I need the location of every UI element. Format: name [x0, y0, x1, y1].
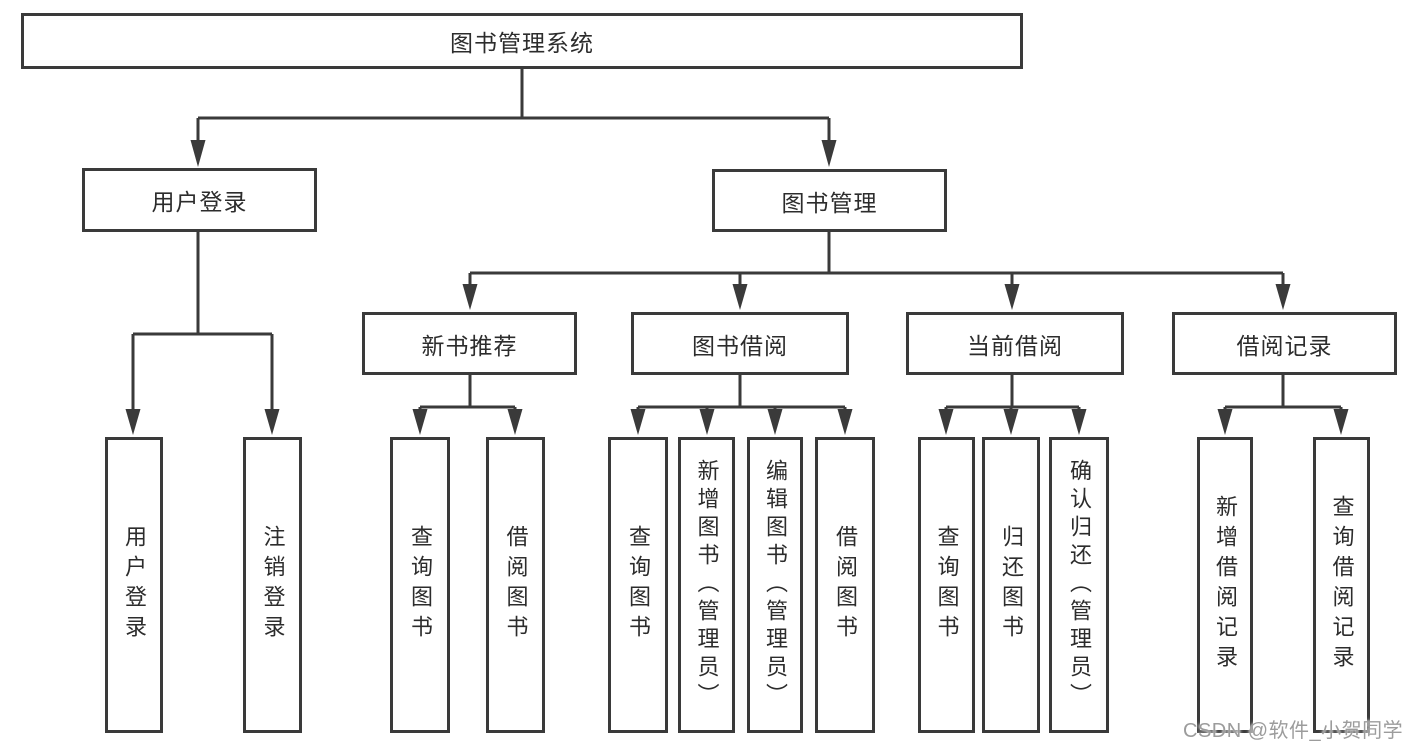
leaf-label: 用户登录 — [122, 525, 147, 645]
node-current-borrowing: 当前借阅 — [906, 312, 1124, 375]
leaf-label: 借阅图书 — [503, 525, 529, 645]
leaf-label: 查询图书 — [934, 525, 960, 645]
leaf-label: 注销登录 — [260, 525, 286, 645]
leaf-return-books: 归还图书 — [982, 437, 1040, 733]
leaf-query-borrow-record: 查询借阅记录 — [1313, 437, 1370, 733]
leaf-query-books-borrowing: 查询图书 — [608, 437, 668, 733]
leaf-borrow-books-borrowing: 借阅图书 — [815, 437, 875, 733]
node-root-system: 图书管理系统 — [21, 13, 1023, 69]
leaf-query-books-current: 查询图书 — [918, 437, 975, 733]
leaf-label: 查询借阅记录 — [1329, 495, 1355, 675]
arrowheads — [125, 140, 1349, 435]
node-root-label: 图书管理系统 — [450, 30, 594, 56]
leaf-user-login: 用户登录 — [105, 437, 163, 733]
leaf-query-books-newrec: 查询图书 — [390, 437, 450, 733]
node-borrowing-records: 借阅记录 — [1172, 312, 1397, 375]
leaf-borrow-books-newrec: 借阅图书 — [486, 437, 545, 733]
node-label: 图书管理 — [781, 189, 878, 216]
node-new-book-recommend: 新书推荐 — [362, 312, 577, 375]
leaf-label: 新增图书（管理员） — [694, 459, 720, 711]
leaf-label: 查询图书 — [626, 525, 651, 645]
leaf-logout: 注销登录 — [243, 437, 302, 733]
node-user-login-module: 用户登录 — [82, 168, 317, 232]
node-label: 当前借阅 — [967, 332, 1063, 359]
leaf-edit-books-admin: 编辑图书（管理员） — [747, 437, 803, 733]
leaf-label: 借阅图书 — [833, 525, 858, 645]
leaf-label: 确认归还（管理员） — [1067, 459, 1092, 711]
leaf-label: 归还图书 — [999, 525, 1024, 645]
leaf-add-books-admin: 新增图书（管理员） — [678, 437, 735, 733]
leaf-label: 新增借阅记录 — [1213, 495, 1238, 675]
leaf-label: 查询图书 — [408, 525, 433, 645]
node-label: 用户登录 — [151, 189, 248, 215]
leaf-confirm-return-admin: 确认归还（管理员） — [1049, 437, 1109, 733]
leaf-label: 编辑图书（管理员） — [763, 459, 788, 711]
node-book-borrowing: 图书借阅 — [631, 312, 849, 375]
leaf-add-borrow-record: 新增借阅记录 — [1197, 437, 1253, 733]
csdn-watermark: CSDN @软件_小贺同学 — [1183, 720, 1404, 742]
node-label: 图书借阅 — [692, 332, 788, 359]
node-label: 新书推荐 — [421, 332, 518, 359]
node-label: 借阅记录 — [1236, 332, 1333, 359]
node-book-management-module: 图书管理 — [712, 169, 947, 232]
